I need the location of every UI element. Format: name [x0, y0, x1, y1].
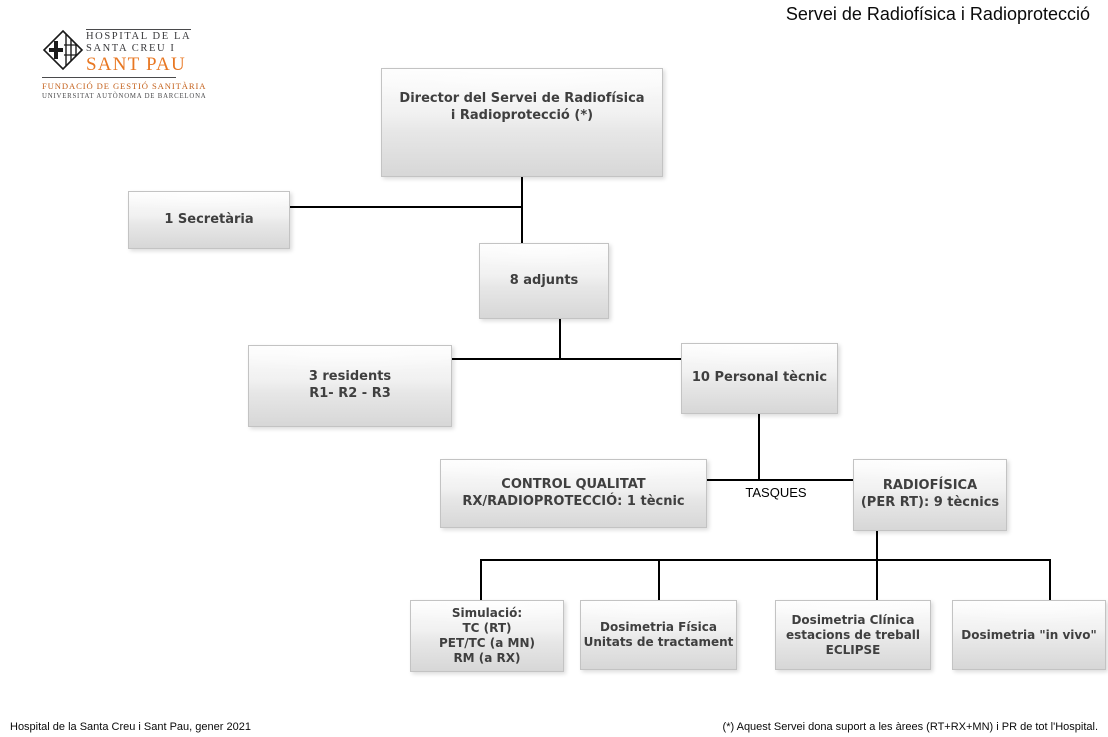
node-director-line1: Director del Servei de Radiofísica	[399, 91, 645, 106]
connector-simulacio-drop	[480, 559, 482, 600]
logo-top-rule	[86, 29, 192, 30]
footer-date-note: Hospital de la Santa Creu i Sant Pau, ge…	[10, 721, 251, 733]
node-personal-tecnic-label: 10 Personal tècnic	[691, 370, 828, 386]
node-simulacio-line3: PET/TC (a MN)	[439, 636, 535, 650]
node-radiofisica-line1: RADIOFÍSICA	[882, 478, 978, 494]
node-residents-line1: 3 residents	[308, 369, 392, 385]
node-simulacio: Simulació: TC (RT) PET/TC (a MN) RM (a R…	[410, 600, 564, 672]
node-dosimetria-clinica-line2: estacions de treball	[785, 627, 921, 642]
node-radiofisica-line2: (PER RT): 9 tècnics	[860, 495, 1000, 510]
node-dosimetria-clinica-line3: ECLIPSE	[825, 642, 881, 657]
logo-fundacio-line: FUNDACIÓ DE GESTIÓ SANITÀRIA	[42, 81, 207, 91]
hospital-logo: HOSPITAL DE LA SANTA CREU I SANT PAU FUN…	[42, 29, 207, 100]
node-director-line2: i Radioprotecció (*)	[450, 107, 594, 123]
connector-adjunts-down	[559, 319, 561, 359]
connector-dosimetria-fisica-drop	[658, 559, 660, 600]
node-dosimetria-fisica-line1: Dosimetria Física	[600, 620, 717, 634]
node-simulacio-line2: TC (RT)	[462, 621, 512, 635]
connector-bottom-branch	[480, 559, 1051, 561]
connector-invivo-drop	[1049, 559, 1051, 600]
page-title: Servei de Radiofísica i Radioprotecció	[785, 4, 1090, 24]
logo-hospital-line1: HOSPITAL DE LA	[86, 31, 192, 42]
node-control-qualitat-line2: RX/RADIOPROTECCIÓ: 1 tècnic	[462, 493, 685, 509]
logo-bottom-rule	[42, 77, 176, 78]
node-secretaria-label: 1 Secretària	[164, 211, 254, 227]
node-director: Director del Servei de Radiofísica i Rad…	[381, 68, 663, 177]
connector-personal-down	[758, 414, 760, 481]
node-radiofisica: RADIOFÍSICA (PER RT): 9 tècnics	[853, 459, 1007, 531]
node-control-qualitat-line1: CONTROL QUALITAT	[501, 476, 646, 492]
logo-hospital-line2: SANTA CREU I	[86, 43, 176, 54]
footer-asterisk-note: (*) Aquest Servei dona suport a les àree…	[722, 721, 1098, 733]
node-dosimetria-fisica-line2: Unitats de tractament	[583, 635, 734, 649]
node-simulacio-line1: Simulació:	[451, 606, 523, 620]
node-dosimetria-clinica-line1: Dosimetria Clínica	[791, 612, 915, 627]
connector-tasques	[707, 479, 853, 481]
node-dosimetria-clinica: Dosimetria Clínica estacions de treball …	[775, 600, 931, 670]
node-control-qualitat: CONTROL QUALITAT RX/RADIOPROTECCIÓ: 1 tè…	[440, 459, 707, 528]
node-dosimetria-invivo-label: Dosimetria "in vivo"	[961, 627, 1097, 642]
node-dosimetria-invivo: Dosimetria "in vivo"	[952, 600, 1106, 670]
connector-residents-personal	[452, 358, 681, 360]
connector-radiofisica-down	[876, 531, 878, 600]
logo-universitat-line: UNIVERSITAT AUTÒNOMA DE BARCELONA	[42, 93, 207, 100]
connector-director-down	[521, 177, 523, 244]
connector-secretaria	[290, 206, 523, 208]
tasques-label: TASQUES	[745, 485, 807, 500]
node-dosimetria-fisica: Dosimetria Física Unitats de tractament	[580, 600, 737, 670]
node-secretaria: 1 Secretària	[128, 191, 290, 249]
node-residents-line2: R1- R2 - R3	[309, 386, 391, 401]
logo-santpau-wordmark: SANT PAU	[86, 54, 186, 75]
node-personal-tecnic: 10 Personal tècnic	[681, 343, 838, 414]
node-simulacio-line4: RM (a RX)	[453, 651, 521, 665]
node-adjunts: 8 adjunts	[479, 243, 609, 319]
santpau-diamond-icon	[42, 29, 84, 71]
node-residents: 3 residents R1- R2 - R3	[248, 345, 452, 427]
node-adjunts-label: 8 adjunts	[509, 272, 579, 288]
